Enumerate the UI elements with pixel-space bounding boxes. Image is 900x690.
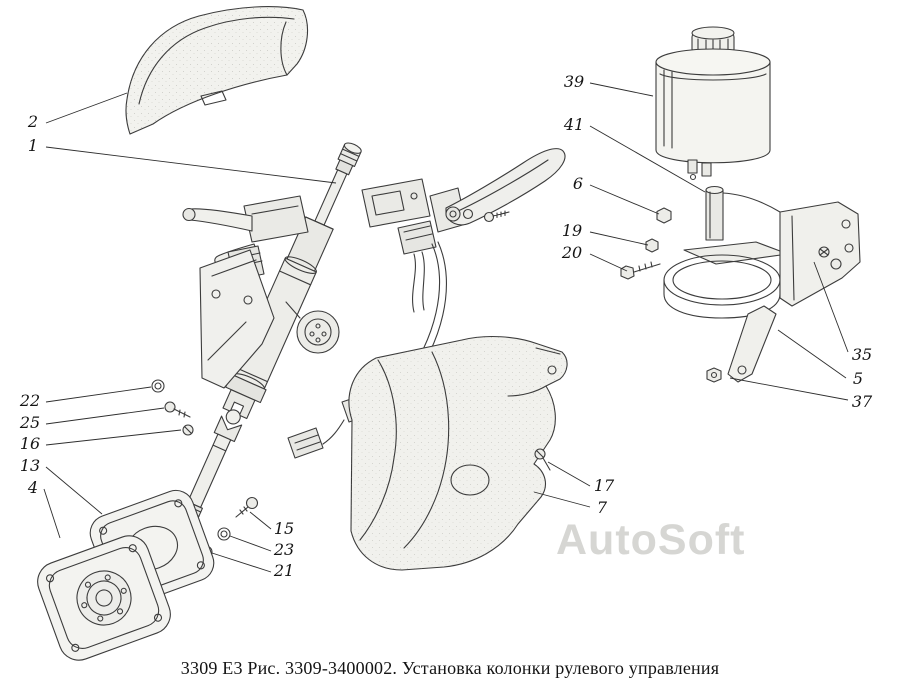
callout-23: 23 <box>229 535 294 559</box>
lower-column-cover <box>348 335 568 571</box>
bolt-25 <box>164 401 191 418</box>
screw-16 <box>182 424 194 436</box>
svg-text:4: 4 <box>27 478 38 497</box>
washer-23 <box>217 527 231 541</box>
callout-2: 2 <box>27 92 128 131</box>
svg-text:41: 41 <box>563 115 584 134</box>
svg-text:35: 35 <box>852 345 872 364</box>
svg-text:16: 16 <box>20 434 40 453</box>
callout-19: 19 <box>562 221 649 246</box>
svg-text:15: 15 <box>274 519 294 538</box>
callout-37: 37 <box>729 377 873 411</box>
screw-17 <box>534 448 551 471</box>
callout-22: 22 <box>19 386 152 410</box>
ignition-switch <box>285 301 340 354</box>
callout-6: 6 <box>573 174 660 215</box>
svg-text:25: 25 <box>19 413 40 432</box>
power-steering-reservoir <box>655 26 771 181</box>
lever-mount-hardware <box>462 208 510 223</box>
callout-39: 39 <box>564 72 654 97</box>
svg-text:1: 1 <box>28 136 38 155</box>
callout-17: 17 <box>547 461 615 495</box>
callout-5: 5 <box>777 329 863 388</box>
svg-text:22: 22 <box>19 391 40 410</box>
bolt-15 <box>235 496 259 518</box>
callout-15: 15 <box>249 511 294 538</box>
svg-text:13: 13 <box>20 456 40 475</box>
column-bracket <box>199 249 275 389</box>
svg-text:6: 6 <box>573 174 583 193</box>
svg-text:5: 5 <box>853 369 863 388</box>
svg-text:19: 19 <box>562 221 582 240</box>
upper-column-cover <box>125 6 309 135</box>
callout-7: 7 <box>533 491 608 517</box>
callout-35: 35 <box>813 261 872 364</box>
callout-21: 21 <box>211 552 294 580</box>
svg-text:20: 20 <box>561 243 582 262</box>
gearshift-lever <box>429 148 566 233</box>
callout-16: 16 <box>20 429 182 453</box>
reservoir-mount <box>620 185 861 383</box>
callout-41: 41 <box>563 115 706 193</box>
svg-text:17: 17 <box>594 476 615 495</box>
svg-text:7: 7 <box>597 498 608 517</box>
svg-text:37: 37 <box>852 392 873 411</box>
mounting-flange-4 <box>37 535 171 661</box>
callout-20: 20 <box>561 243 628 272</box>
steering-column <box>225 142 362 404</box>
callout-13: 13 <box>20 456 103 515</box>
washer-22 <box>151 379 165 393</box>
callout-4: 4 <box>27 478 61 539</box>
svg-text:2: 2 <box>27 112 38 131</box>
column-switch-right <box>361 178 437 313</box>
figure-caption: 3309 Е3 Рис. 3309-3400002. Установка кол… <box>180 658 720 678</box>
watermark: AutoSoft <box>556 516 746 564</box>
callout-1: 1 <box>28 136 337 184</box>
svg-text:21: 21 <box>273 561 294 580</box>
svg-text:39: 39 <box>564 72 584 91</box>
callout-25: 25 <box>19 407 165 432</box>
svg-text:23: 23 <box>273 540 294 559</box>
